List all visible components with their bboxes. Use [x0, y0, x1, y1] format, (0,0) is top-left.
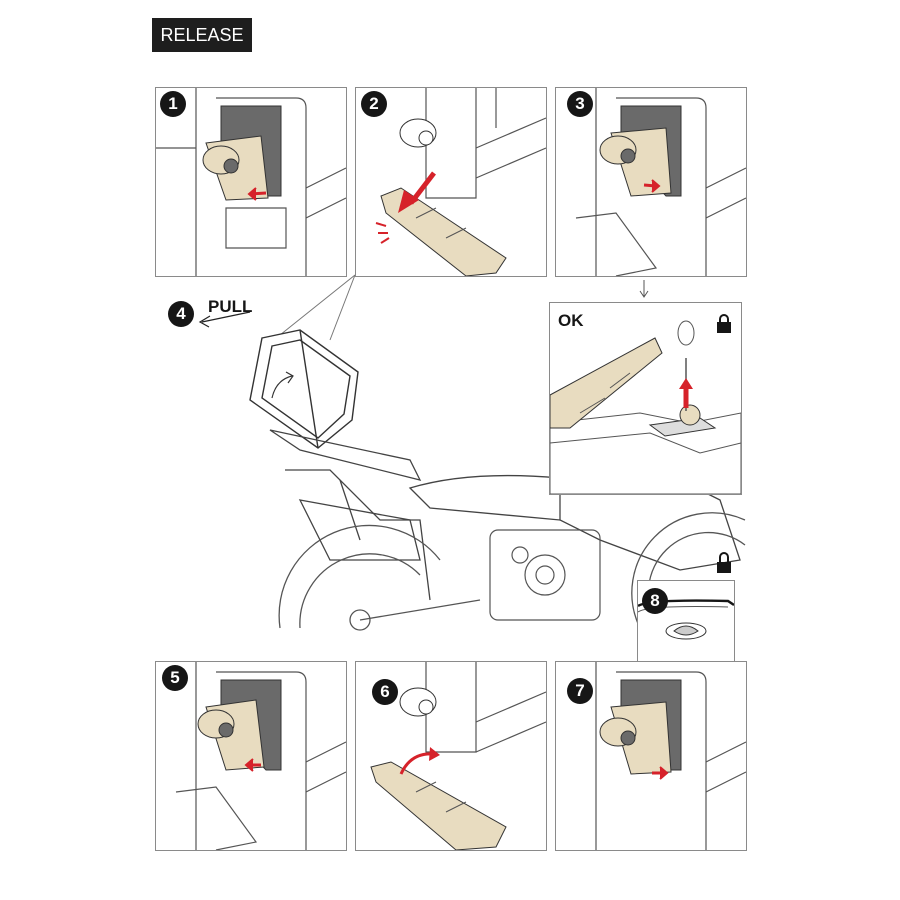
step-7-panel [555, 661, 747, 851]
step-3-illustration [575, 88, 746, 276]
step-2-badge: 2 [361, 91, 387, 117]
step-1-illustration [156, 88, 346, 276]
pull-label: PULL [208, 297, 253, 316]
ok-illustration [550, 320, 741, 494]
step-6-badge: 6 [372, 679, 398, 705]
step-5-panel [155, 661, 347, 851]
step-4-badge: 4 [168, 301, 194, 327]
step-8-badge: 8 [642, 588, 668, 614]
step-1-badge: 1 [160, 91, 186, 117]
step-7-illustration [595, 662, 746, 850]
step-2-illustration [375, 88, 546, 276]
step-5-badge: 5 [162, 665, 188, 691]
step-7-badge: 7 [567, 678, 593, 704]
step-3-badge: 3 [567, 91, 593, 117]
step-6-illustration [370, 662, 546, 850]
step-2-panel [355, 87, 547, 277]
page-title: RELEASE [152, 18, 252, 52]
lock-icon [717, 314, 731, 333]
step-3-panel [555, 87, 747, 277]
ok-panel [549, 302, 742, 495]
ok-label: OK [558, 311, 584, 330]
step-5-illustration [175, 662, 346, 850]
step-1-panel [155, 87, 347, 277]
